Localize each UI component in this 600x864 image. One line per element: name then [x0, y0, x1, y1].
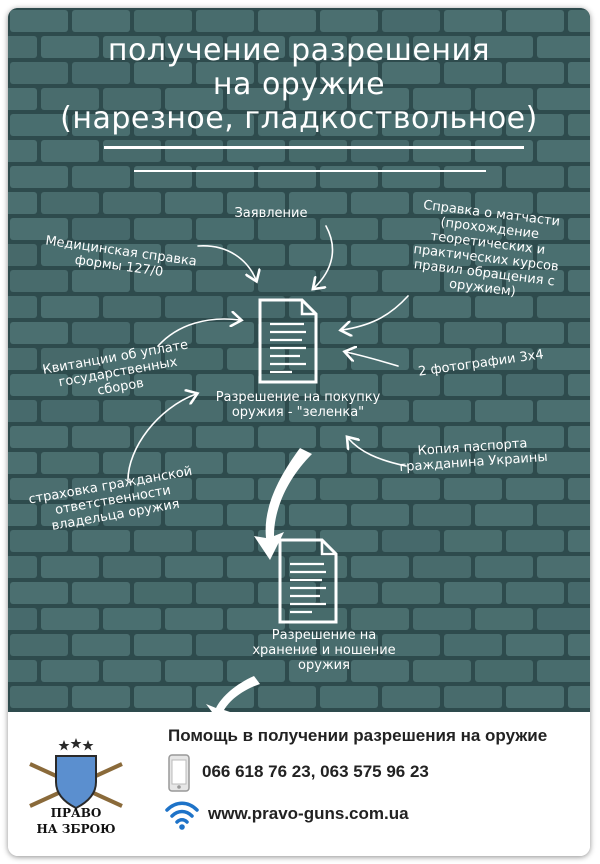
- title-underline: [104, 146, 524, 149]
- title-line-3: (нарезное, гладкоствольное): [60, 101, 538, 136]
- phone-icon: [168, 754, 190, 792]
- infographic-card: получение разрешения на оружие (нарезное…: [8, 8, 590, 856]
- arrow-material: [342, 295, 409, 330]
- logo-line-2: НА ЗБРОЮ: [36, 822, 116, 836]
- footer-heading: Помощь в получении разрешения на оружие: [168, 726, 548, 745]
- title-line-2: на оружие: [212, 67, 386, 102]
- logo-line-1: ПРАВО: [50, 806, 102, 820]
- website-link[interactable]: www.pravo-guns.com.ua: [208, 804, 409, 823]
- phone-numbers[interactable]: 066 618 76 23, 063 575 96 23: [202, 762, 429, 781]
- arrow-receipts: [157, 319, 240, 347]
- poster: получение разрешения на оружие (нарезное…: [8, 8, 590, 712]
- logo-emblem: [29, 738, 123, 810]
- big-flow-arrow-2: [206, 676, 260, 712]
- node-storage-permit: Разрешение на хранение и ношение оружия: [252, 628, 396, 673]
- brick-wall-background: [8, 8, 590, 712]
- arrow-insurance: [127, 394, 196, 481]
- title-line-1: получение разрешения: [107, 33, 491, 68]
- node-purchase-permit: Разрешение на покупку оружия - "зеленка": [215, 390, 381, 420]
- wifi-icon: [165, 801, 199, 830]
- document-icon-purchase: [258, 298, 318, 384]
- contact-footer: ПРАВО НА ЗБРОЮ Помощь в получении разреш…: [8, 712, 590, 856]
- title-underline-2: [134, 170, 486, 172]
- arrow-passport: [348, 438, 407, 467]
- arrow-application: [314, 225, 334, 288]
- flow-arrows: [127, 225, 409, 712]
- big-flow-arrow-1: [254, 448, 312, 560]
- arrow-photos: [346, 352, 399, 367]
- node-application: Заявление: [234, 206, 308, 221]
- arrow-medical: [197, 245, 256, 280]
- document-icon-storage: [278, 538, 338, 624]
